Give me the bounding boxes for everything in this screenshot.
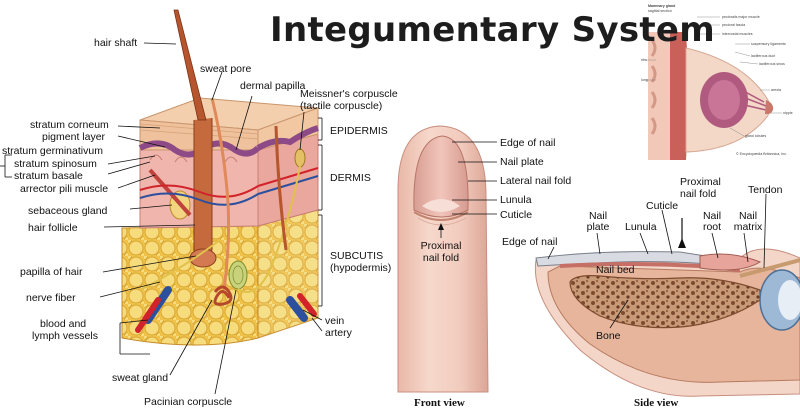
front-view-caption: Front view [414, 397, 465, 409]
label-nerve-fiber: nerve fiber [26, 292, 76, 304]
label-hypodermis: (hypodermis) [330, 262, 392, 274]
label-sweat-pore: sweat pore [200, 63, 252, 75]
side-view-caption: Side view [634, 397, 679, 409]
skin-section [121, 9, 319, 346]
finger-front-art [397, 125, 497, 393]
page-title: Integumentary System [270, 10, 715, 50]
breast-label-7: nipple [783, 111, 793, 115]
label-meissner-1: Meissner's corpuscle [300, 88, 398, 100]
skin-leader-lines [0, 42, 323, 395]
label-blood-lymph-2: lymph vessels [32, 330, 98, 342]
breast-inset-art [640, 16, 782, 162]
front-label-plate: Nail plate [500, 156, 544, 168]
side-label-matrix-2: matrix [733, 221, 763, 233]
label-hair-shaft: hair shaft [94, 37, 138, 49]
label-dermis: DERMIS [330, 172, 371, 184]
label-stratum-basale: stratum basale [14, 170, 83, 182]
side-label-proximal-2: nail fold [680, 188, 717, 200]
label-vein: vein [325, 315, 345, 327]
breast-label-2: intercostal muscles [722, 32, 753, 36]
label-pacinian-corpuscle: Pacinian corpuscle [144, 396, 233, 408]
label-blood-lymph-1: blood and [40, 318, 87, 330]
side-label-plate-1: Nail [588, 210, 608, 222]
breast-label-6: areola [771, 88, 781, 92]
side-label-edge: Edge of nail [502, 236, 558, 248]
breast-label-1: pectoral fascia [722, 23, 746, 27]
breast-label-0: pectoralis major muscle [722, 15, 760, 19]
breast-credit: © Encyclopædia Britannica, Inc. [736, 152, 787, 156]
label-pigment-layer: pigment layer [42, 131, 106, 143]
label-stratum-spinosum: stratum spinosum [14, 158, 97, 170]
label-sweat-gland: sweat gland [112, 372, 169, 384]
front-label-cuticle: Cuticle [500, 209, 533, 221]
side-label-nail-bed: Nail bed [596, 264, 635, 276]
front-label-lateral: Lateral nail fold [500, 175, 572, 187]
breast-caption-1: Mammary gland [648, 4, 676, 8]
label-artery: artery [325, 327, 352, 339]
label-dermal-papilla: dermal papilla [240, 80, 306, 92]
label-subcutis: SUBCUTIS [330, 250, 384, 262]
label-papilla-of-hair: papilla of hair [20, 266, 83, 278]
nail-side-art [534, 193, 800, 397]
breast-label-4: lactiferous duct [751, 54, 776, 58]
label-hair-follicle: hair follicle [28, 222, 78, 234]
side-label-bone: Bone [596, 330, 621, 342]
breast-label-8: gland lobules [745, 134, 767, 138]
side-label-matrix-1: Nail [738, 210, 758, 222]
front-label-lunula: Lunula [500, 194, 532, 206]
front-label-edge: Edge of nail [500, 137, 556, 149]
label-arrector-pili: arrector pili muscle [20, 183, 109, 195]
front-label-proximal-1: Proximal [420, 240, 462, 252]
side-label-tendon: Tendon [748, 184, 783, 196]
breast-label-10: lung [641, 78, 648, 82]
breast-label-3: suspensory ligaments [751, 42, 786, 46]
front-label-proximal-2: nail fold [422, 252, 460, 264]
side-label-proximal-1: Proximal [680, 176, 721, 188]
label-stratum-germinativum: stratum germinativum [2, 145, 103, 157]
breast-label-5: lactiferous sinus [759, 62, 785, 66]
vessels-bottom [135, 286, 317, 333]
label-meissner-2: (tactile corpuscle) [300, 100, 383, 112]
side-label-root-2: root [702, 221, 722, 233]
label-stratum-corneum: stratum corneum [30, 119, 109, 131]
label-sebaceous-gland: sebaceous gland [28, 205, 108, 217]
side-label-root-1: Nail [702, 210, 722, 222]
breast-caption-2: sagittal section [648, 9, 672, 13]
breast-label-9: ribs [641, 58, 647, 62]
side-label-cuticle: Cuticle [646, 200, 679, 212]
side-label-plate-2: plate [586, 221, 610, 233]
side-label-lunula: Lunula [625, 221, 657, 233]
label-epidermis: EPIDERMIS [330, 125, 388, 137]
